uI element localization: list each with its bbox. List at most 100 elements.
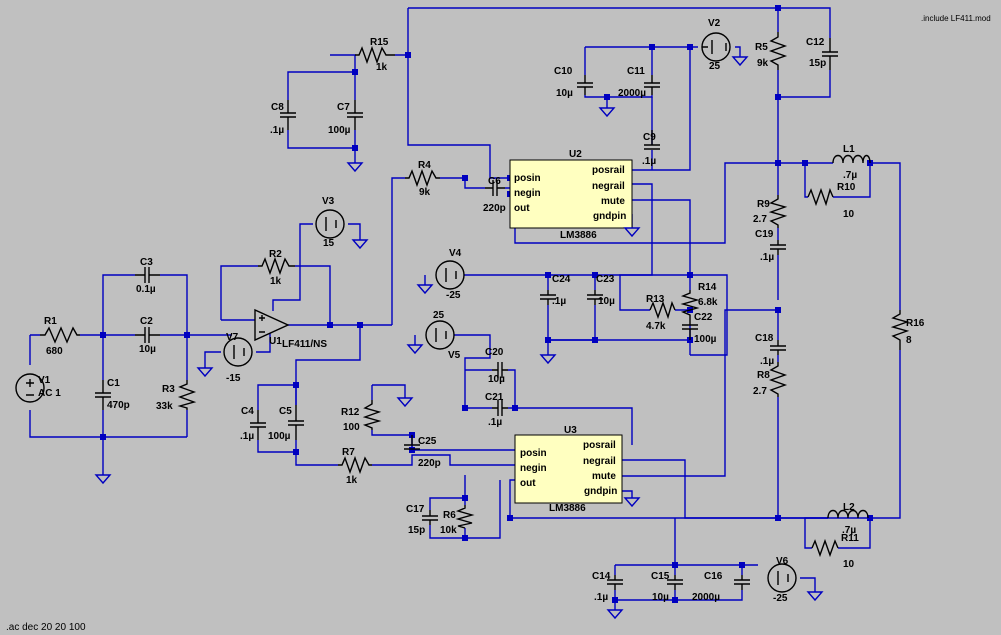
c2-value: 10µ: [139, 344, 156, 355]
capacitor-c5[interactable]: [288, 405, 304, 440]
c16-name: C16: [704, 571, 723, 582]
c6-name: C6: [488, 176, 501, 187]
c6-value: 220p: [483, 203, 506, 214]
capacitor-c20[interactable]: [492, 362, 508, 378]
r16-value: 8: [906, 335, 912, 346]
capacitor-c23[interactable]: [587, 290, 603, 305]
u1-name: U1: [269, 336, 282, 347]
u2-pin-posin: posin: [514, 173, 541, 184]
capacitor-c11[interactable]: [644, 75, 660, 95]
capacitor-c18[interactable]: [770, 340, 786, 355]
c11-value: 2000µ: [618, 88, 646, 99]
capacitor-c19[interactable]: [770, 240, 786, 255]
resistor-r16[interactable]: [890, 310, 910, 350]
r1-value: 680: [46, 346, 63, 357]
junction-dots: [100, 5, 873, 603]
v1-name: V1: [38, 375, 51, 386]
capacitor-c8[interactable]: [280, 100, 296, 130]
ground-icon: [623, 227, 641, 238]
capacitor-c24[interactable]: [540, 290, 556, 305]
capacitor-c15[interactable]: [667, 575, 683, 590]
r16-name: R16: [906, 318, 925, 329]
resistor-r2[interactable]: [258, 256, 295, 276]
voltage-source-v4[interactable]: [435, 260, 465, 290]
r8-value: 2.7: [753, 386, 767, 397]
voltage-source-v6[interactable]: [767, 563, 797, 593]
capacitor-c12[interactable]: [822, 38, 838, 70]
c21-value: .1µ: [488, 417, 502, 428]
inductor-l1[interactable]: [832, 154, 871, 164]
v2-value: 25: [709, 61, 721, 72]
c18-value: .1µ: [760, 356, 774, 367]
r11-name: R11: [841, 533, 859, 544]
capacitor-c14[interactable]: [607, 575, 623, 590]
capacitor-c9[interactable]: [644, 130, 660, 150]
ic-u2[interactable]: [509, 159, 633, 229]
u2-pin-negrail: negrail: [592, 181, 625, 192]
capacitor-c6[interactable]: [485, 180, 505, 196]
resistor-r5[interactable]: [768, 32, 788, 70]
ground-icon: [351, 239, 369, 250]
c12-value: 15p: [809, 58, 826, 69]
resistor-r9[interactable]: [768, 195, 788, 228]
capacitor-c25[interactable]: [404, 435, 420, 450]
voltage-source-v7[interactable]: [223, 337, 253, 367]
ground-icon: [623, 497, 641, 508]
resistor-r10[interactable]: [807, 187, 834, 207]
resistor-r12[interactable]: [362, 400, 382, 430]
c14-name: C14: [592, 571, 611, 582]
resistor-r6[interactable]: [455, 505, 475, 529]
resistor-r14[interactable]: [680, 290, 700, 318]
c9-value: .1µ: [642, 156, 656, 167]
r10-name: R10: [837, 182, 856, 193]
capacitor-c7[interactable]: [347, 100, 363, 130]
inductor-l2[interactable]: [827, 509, 869, 519]
v3-name: V3: [322, 196, 335, 207]
v2-name: V2: [708, 18, 721, 29]
capacitor-c2[interactable]: [135, 327, 160, 343]
c25-name: C25: [418, 436, 437, 447]
r3-name: R3: [162, 384, 175, 395]
ground-symbols: [94, 56, 824, 620]
u3-pin-out: out: [520, 478, 536, 489]
capacitor-c16[interactable]: [734, 575, 750, 590]
v7-value: -15: [226, 373, 241, 384]
u3-pin-posrail: posrail: [583, 440, 616, 451]
voltage-sources: [15, 32, 797, 593]
voltage-source-v5[interactable]: [425, 320, 455, 350]
c19-value: .1µ: [760, 252, 774, 263]
resistor-r11[interactable]: [811, 538, 839, 558]
capacitor-c22[interactable]: [682, 318, 698, 340]
resistor-r3[interactable]: [177, 380, 197, 410]
resistor-r8[interactable]: [768, 362, 788, 397]
voltage-source-v1[interactable]: [15, 373, 45, 403]
c1-name: C1: [107, 378, 120, 389]
opamp-u1[interactable]: [254, 308, 290, 342]
capacitor-c21[interactable]: [492, 400, 508, 416]
ic-u3[interactable]: [514, 434, 623, 504]
resistor-r4[interactable]: [405, 168, 440, 188]
c20-name: C20: [485, 347, 504, 358]
resistor-r13[interactable]: [649, 300, 676, 320]
capacitor-c17[interactable]: [422, 510, 438, 525]
r2-value: 1k: [270, 276, 282, 287]
resistor-r7[interactable]: [338, 455, 372, 475]
r12-value: 100: [343, 422, 360, 433]
capacitor-c3[interactable]: [135, 267, 160, 283]
resistor-r15[interactable]: [355, 45, 395, 65]
voltage-source-v3[interactable]: [315, 209, 345, 239]
capacitor-c1[interactable]: [95, 380, 111, 410]
u2-pin-out: out: [514, 203, 530, 214]
voltage-source-v2[interactable]: [701, 32, 731, 62]
capacitor-c4[interactable]: [250, 410, 266, 440]
capacitor-c10[interactable]: [577, 75, 593, 95]
inductors: [827, 154, 871, 519]
c8-value: .1µ: [270, 125, 284, 136]
c3-value: 0.1µ: [136, 284, 156, 295]
ground-icon: [196, 367, 214, 378]
v6-value: -25: [773, 593, 788, 604]
u3-pin-posin: posin: [520, 448, 547, 459]
resistor-r1[interactable]: [40, 326, 80, 344]
c20-value: 10µ: [488, 374, 505, 385]
